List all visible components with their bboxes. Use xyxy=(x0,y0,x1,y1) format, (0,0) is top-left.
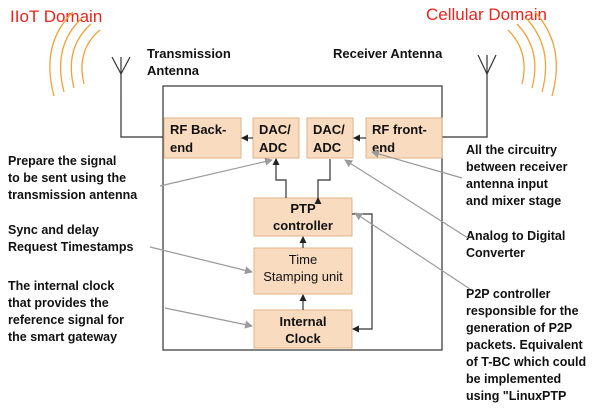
ptp-controller-label-line2: controller xyxy=(273,218,333,233)
p2p-text-line4: packets. Equivalent xyxy=(466,338,584,352)
internal-clock-label-line1: Internal xyxy=(280,314,327,329)
prepare-signal-text-line3: transmission antenna xyxy=(8,188,138,202)
rf-frontend-block: RF front- end xyxy=(365,117,443,159)
p2p-text-line6: be implemented xyxy=(466,372,561,386)
ptp-controller-block: PTP controller xyxy=(253,197,353,237)
rf-frontend-label-line1: RF front- xyxy=(372,122,427,137)
internal-clock-label-line2: Clock xyxy=(285,331,321,346)
ptp-controller-label-line1: PTP xyxy=(290,201,316,216)
dac-adc-right-block: DAC/ ADC xyxy=(306,117,354,159)
analog-digital-text-line1: Analog to Digital xyxy=(466,229,565,243)
rf-backend-label-line2: end xyxy=(170,140,193,155)
rf-backend-label-line1: RF Back- xyxy=(170,122,226,137)
internal-clock-desc-line1: The internal clock xyxy=(8,279,114,293)
rf-backend-block: RF Back- end xyxy=(163,117,242,159)
time-stamping-label-line2: Stamping unit xyxy=(263,269,343,284)
prepare-signal-text-line1: Prepare the signal xyxy=(8,154,116,168)
p2p-text-line1: P2P controller xyxy=(466,287,551,301)
circuitry-text-line1: All the circuitry xyxy=(466,143,557,157)
left-signal-waves-icon xyxy=(49,11,101,97)
sync-delay-text-line1: Sync and delay xyxy=(8,223,99,237)
internal-clock-desc-line2: that provides the xyxy=(8,296,109,310)
time-stamping-label-line1: Time xyxy=(289,252,317,267)
transmission-antenna-icon xyxy=(111,56,163,138)
dac-adc-left-label-line1: DAC/ xyxy=(259,122,291,137)
p2p-text-line7: using "LinuxPTP xyxy=(466,389,566,403)
sync-delay-text-line2: Request Timestamps xyxy=(8,240,134,254)
iiot-domain-label: IIoT Domain xyxy=(10,7,102,26)
receiver-antenna-icon xyxy=(442,54,497,138)
p2p-text-line2: responsible for the xyxy=(466,304,579,318)
dac-adc-right-label-line2: ADC xyxy=(313,140,342,155)
p2p-text-line5: of T-BC which could xyxy=(466,355,586,369)
circuitry-text-line2: between receiver xyxy=(466,160,568,174)
time-stamping-unit-block: Time Stamping unit xyxy=(253,247,353,295)
cellular-domain-label: Cellular Domain xyxy=(426,5,547,24)
receiver-antenna-label: Receiver Antenna xyxy=(333,46,443,61)
transmission-antenna-label-line1: Transmission xyxy=(147,46,231,61)
annotation-arrows xyxy=(149,150,471,329)
analog-digital-text-line2: Converter xyxy=(466,246,525,260)
dac-adc-left-block: DAC/ ADC xyxy=(252,117,300,159)
right-signal-waves-icon xyxy=(507,11,557,97)
internal-clock-desc-line4: the smart gateway xyxy=(8,330,117,344)
prepare-signal-text-line2: to be sent using the xyxy=(8,171,126,185)
internal-wiring xyxy=(241,134,373,333)
dac-adc-left-label-line2: ADC xyxy=(259,140,288,155)
internal-clock-block: Internal Clock xyxy=(253,309,353,349)
dac-adc-right-label-line1: DAC/ xyxy=(313,122,345,137)
gateway-enclosure xyxy=(162,85,443,351)
circuitry-text-line4: and mixer stage xyxy=(466,194,561,208)
p2p-text-line3: generation of P2P xyxy=(466,321,572,335)
transmission-antenna-label-line2: Antenna xyxy=(147,63,200,78)
circuitry-text-line3: antenna input xyxy=(466,177,549,191)
internal-clock-desc-line3: reference signal for xyxy=(8,313,124,327)
